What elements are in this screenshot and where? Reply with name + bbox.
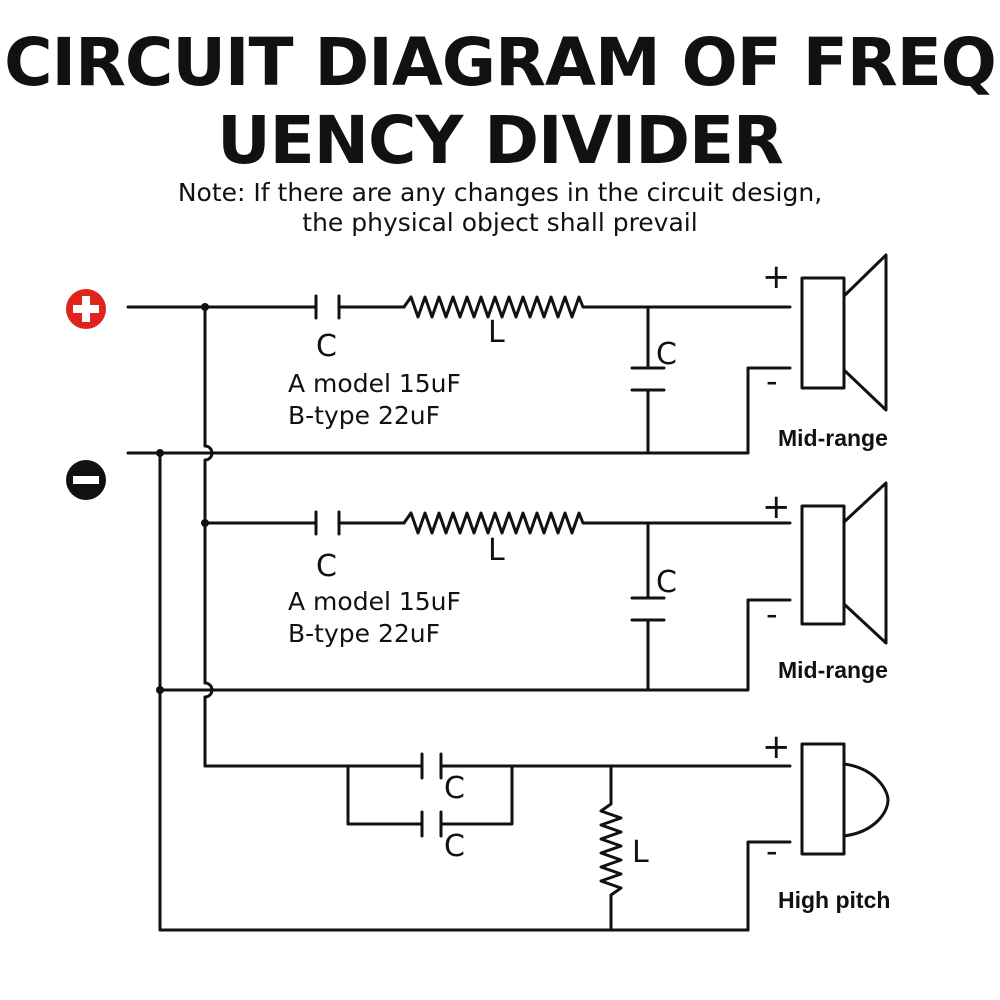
minus-sign: - (766, 362, 778, 400)
minus-bar (73, 476, 99, 484)
inductor-coil-2 (402, 511, 792, 535)
tweeter-dome (842, 762, 890, 838)
note-line-2: the physical object shall prevail (302, 208, 698, 237)
plus-sign: + (762, 257, 791, 297)
plus-sign: + (762, 727, 791, 767)
shunt-cap-label: C (656, 565, 677, 600)
diagram-title-line-1: CIRCUIT DIAGRAM OF FREQ (4, 24, 997, 101)
minus-sign: - (766, 595, 778, 633)
diagram-title-line-2: UENCY DIVIDER (217, 102, 784, 179)
cap-value-a: A model 15uF (288, 369, 461, 398)
inductor-coil-1 (402, 295, 792, 319)
speaker-label-high-pitch: High pitch (778, 887, 890, 913)
negative-terminal (66, 460, 106, 500)
speaker-body-2 (800, 504, 846, 626)
tweeter-inductor-coil (599, 764, 623, 932)
inductor-label: L (488, 315, 505, 350)
note-line-1: Note: If there are any changes in the ci… (177, 178, 823, 207)
inductor-label: L (632, 835, 649, 870)
mid-range-branch-2: C L C A model 15uF B-type 22uF + - Mid-r… (158, 481, 888, 692)
speaker-label-mid-range: Mid-range (778, 657, 888, 683)
cap-value-b: B-type 22uF (288, 401, 440, 430)
cap-label: C (316, 329, 337, 364)
plus-bar-v (82, 296, 90, 322)
cap-label: C (444, 829, 465, 864)
cap-label: C (316, 549, 337, 584)
tweeter-branch: C C L + - High pitch (203, 727, 890, 932)
cap-value-a: A model 15uF (288, 587, 461, 616)
speaker-label-mid-range: Mid-range (778, 425, 888, 451)
inductor-label: L (488, 533, 505, 568)
shunt-cap-label: C (656, 337, 677, 372)
minus-sign: - (766, 832, 778, 870)
plus-sign: + (762, 487, 791, 527)
mid-range-branch-1: C L C A model 15uF B-type 22uF + - Mid-r… (158, 253, 888, 455)
speaker-body-1 (800, 276, 846, 390)
positive-rail (126, 303, 318, 768)
cap-label: C (444, 771, 465, 806)
speaker-cone-1 (842, 253, 888, 412)
cap-value-b: B-type 22uF (288, 619, 440, 648)
positive-terminal (66, 289, 106, 329)
tweeter-body (800, 742, 846, 856)
speaker-cone-2 (842, 481, 888, 645)
